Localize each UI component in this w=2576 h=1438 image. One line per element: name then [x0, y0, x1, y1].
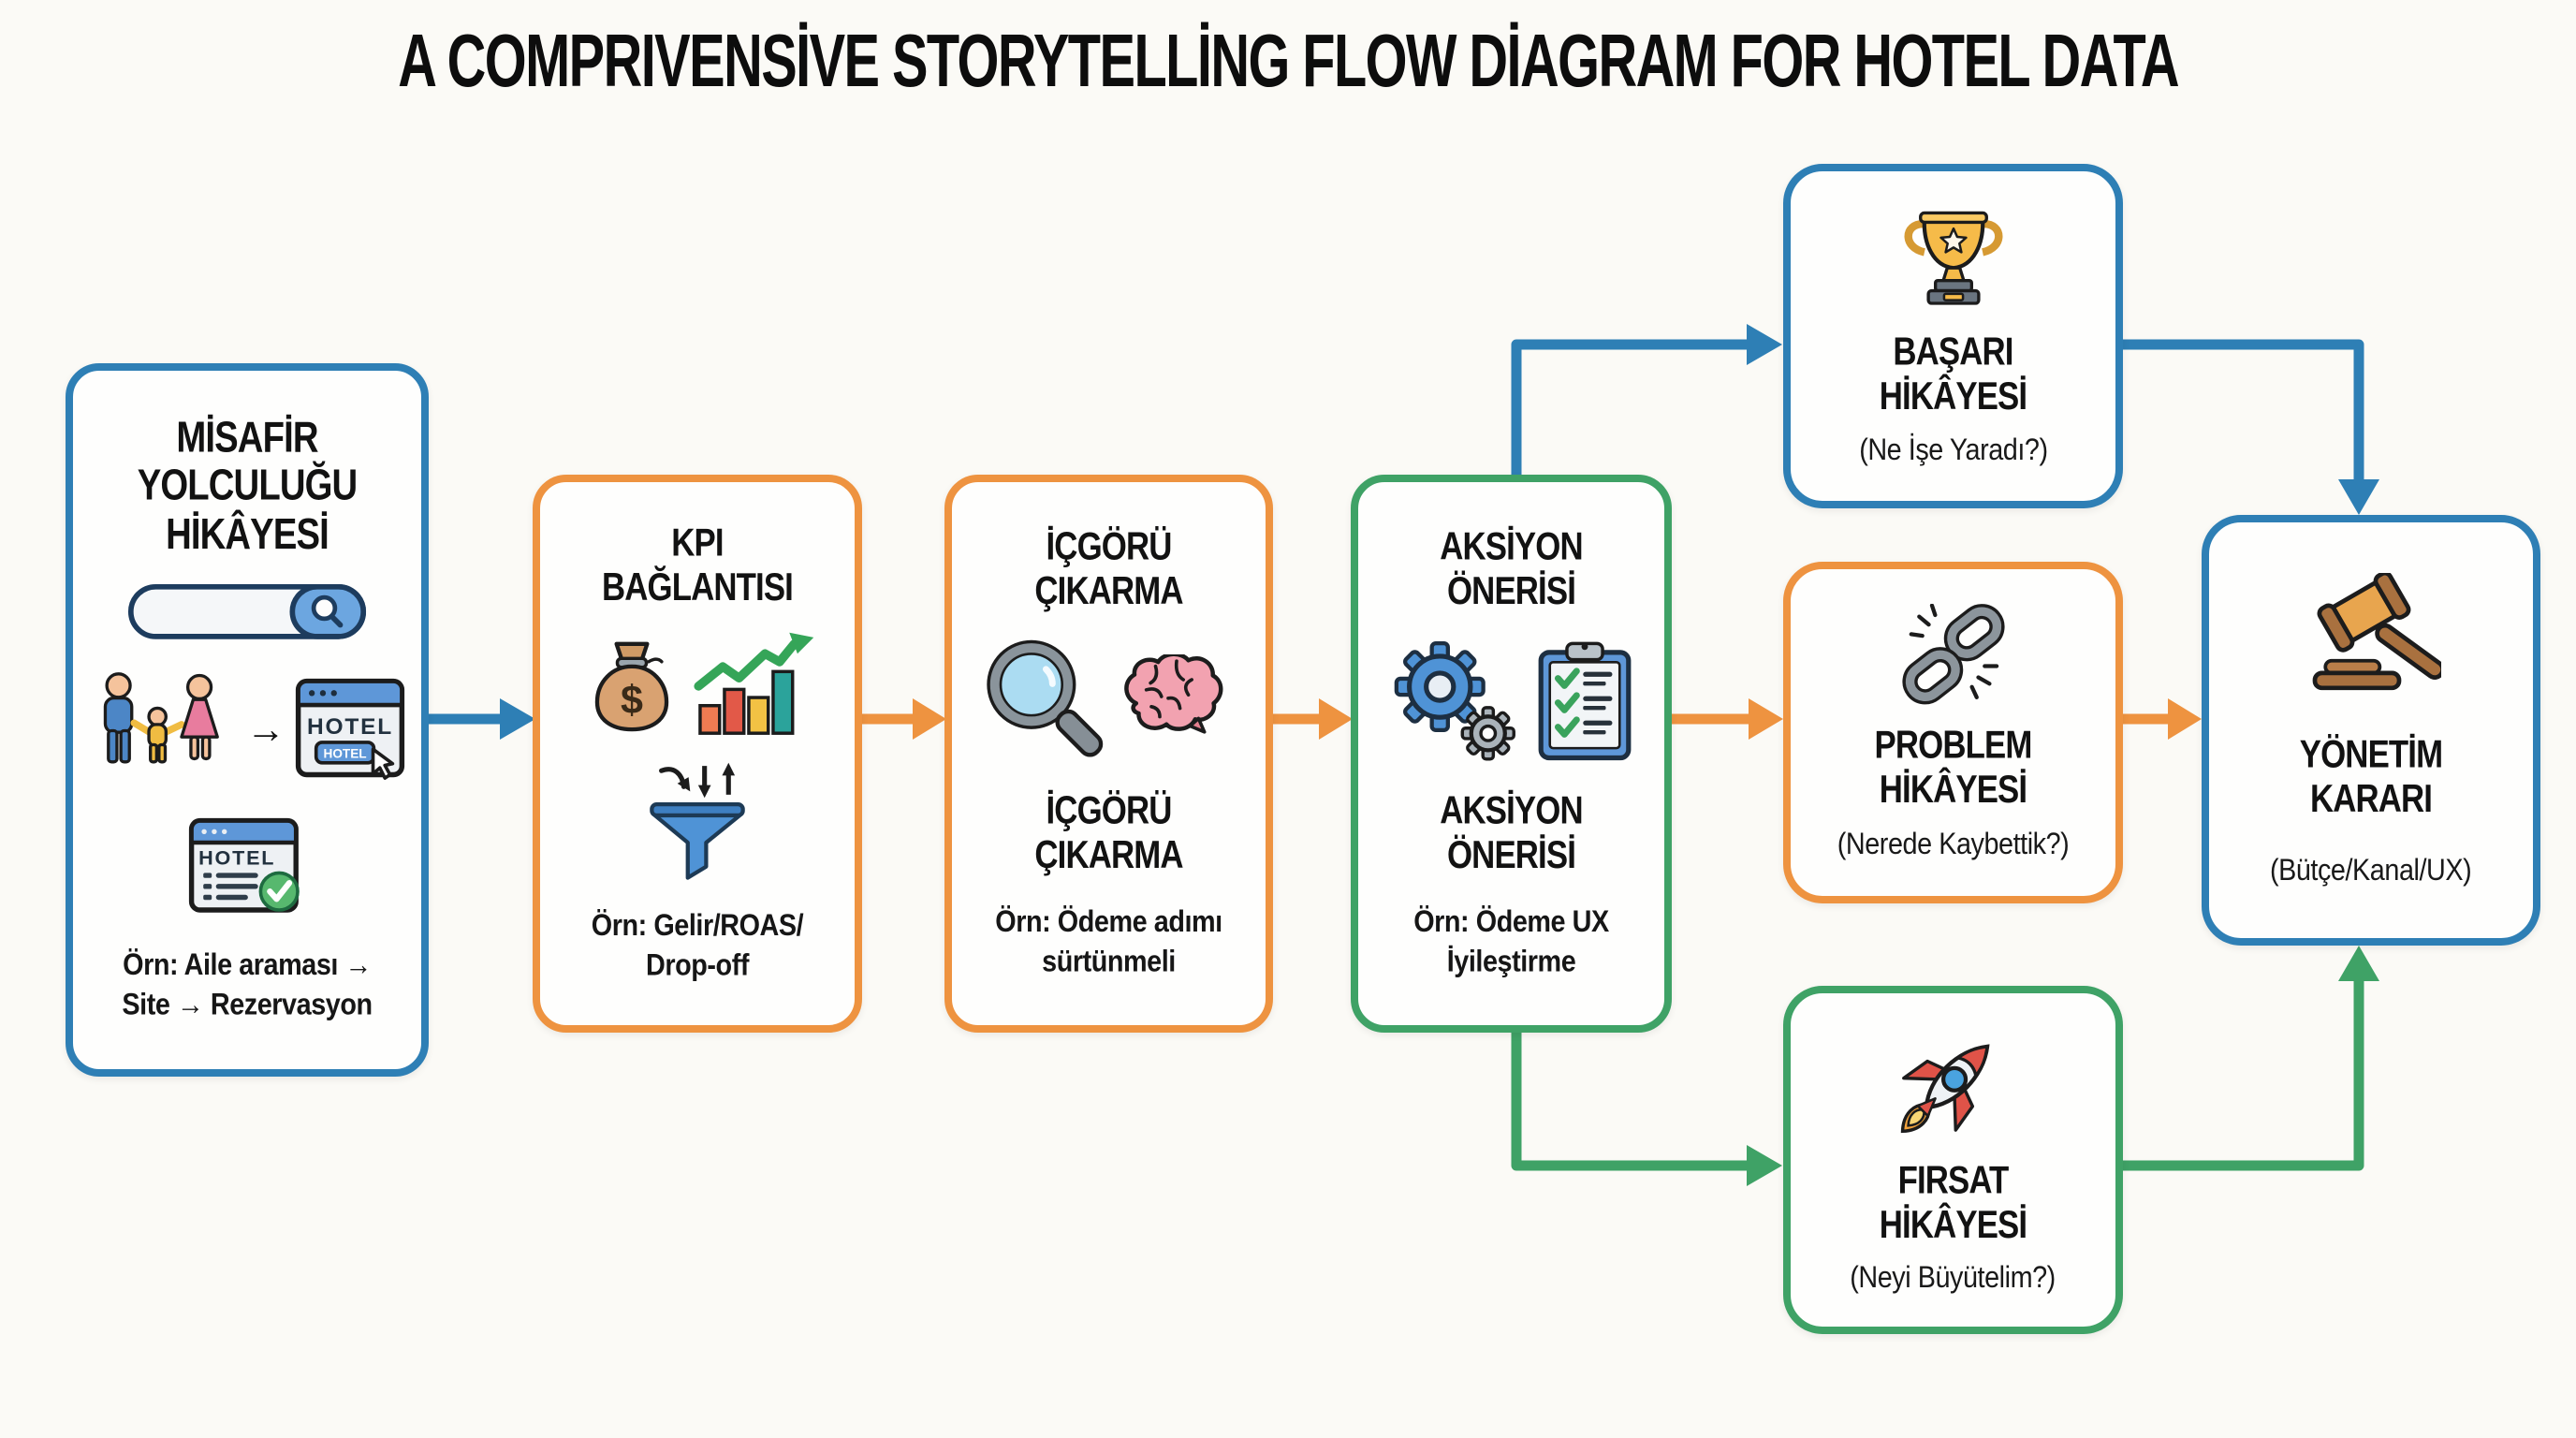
- node-problem-story: PROBLEM HİKÂYESİ (Nerede Kaybettik?): [1783, 562, 2123, 903]
- action-icon-row: [1390, 638, 1633, 763]
- node-title: İÇGÖRÜ ÇIKARMA: [1034, 524, 1183, 612]
- node-kpi-link: KPI BAĞLANTISI $: [533, 475, 862, 1033]
- journey-step-row: → HOTEL HOTEL: [89, 668, 405, 789]
- node-repeat-label: AKSİYON ÖNERİSİ: [1440, 788, 1583, 876]
- right-arrow-glyph: →: [246, 706, 285, 751]
- node-subtitle: (Ne İşe Yaradı?): [1858, 433, 2048, 467]
- svg-text:$: $: [621, 678, 643, 723]
- hotel-website-icon: HOTEL HOTEL: [295, 678, 405, 780]
- funnel-icon: [650, 762, 745, 880]
- node-repeat-label: İÇGÖRÜ ÇIKARMA: [1034, 788, 1183, 877]
- node-title: PROBLEM HİKÂYESİ: [1874, 723, 2033, 811]
- node-management-decision: YÖNETİM KARARI (Bütçe/Kanal/UX): [2202, 515, 2540, 946]
- magnifier-icon: [986, 639, 1103, 757]
- bar-chart-growth-icon: [694, 632, 814, 736]
- node-action-recommendation: AKSİYON ÖNERİSİ: [1351, 475, 1672, 1033]
- trophy-icon: [1904, 211, 2002, 305]
- node-success-story: BAŞARI HİKÂYESİ (Ne İşe Yaradı?): [1783, 164, 2123, 508]
- checklist-clipboard-icon: [1538, 641, 1631, 760]
- node-insight-extraction: İÇGÖRÜ ÇIKARMA İÇGÖRÜ ÇIKARMA Örn: Ödeme…: [944, 475, 1273, 1033]
- node-title: AKSİYON ÖNERİSİ: [1440, 524, 1583, 612]
- page-title-text: A COMPRIVENSİVE STORYTELLİNG FLOW DİAGRA…: [398, 18, 2179, 103]
- kpi-icon-row: $: [579, 631, 815, 737]
- booking-confirmed-icon: HOTEL: [188, 818, 300, 914]
- node-title: BAŞARI HİKÂYESİ: [1879, 330, 2027, 418]
- node-guest-journey-story: MİSAFİR YOLCULUĞU HİKÂYESİ: [66, 363, 429, 1077]
- node-title: KPI BAĞLANTISI: [602, 521, 794, 609]
- svg-text:HOTEL: HOTEL: [198, 846, 275, 870]
- node-title: FIRSAT HİKÂYESİ: [1879, 1158, 2027, 1246]
- money-bag-icon: $: [594, 642, 669, 732]
- svg-text:HOTEL: HOTEL: [307, 714, 393, 740]
- gears-icon: [1394, 641, 1515, 761]
- svg-text:HOTEL: HOTEL: [323, 746, 366, 760]
- rocket-icon: [1900, 1044, 1989, 1134]
- node-example-text: Örn: Ödeme UX İyileştirme: [1413, 903, 1609, 978]
- broken-chain-icon: [1901, 603, 2005, 705]
- node-example-text: Örn: Gelir/ROAS/ Drop-off: [591, 907, 804, 982]
- search-bar-icon: [127, 583, 367, 639]
- family-icon: [103, 672, 219, 764]
- node-subtitle: (Nerede Kaybettik?): [1837, 827, 2070, 861]
- node-subtitle: (Neyi Büyütelim?): [1850, 1259, 2056, 1294]
- brain-icon: [1123, 654, 1222, 734]
- node-title: YÖNETİM KARARI: [2299, 732, 2443, 820]
- node-opportunity-story: FIRSAT HİKÂYESİ (Neyi Büyütelim?): [1783, 986, 2123, 1334]
- gavel-icon: [2312, 573, 2441, 691]
- node-title: MİSAFİR YOLCULUĞU HİKÂYESİ: [137, 412, 358, 558]
- insight-icon-row: [983, 638, 1236, 764]
- page-title: A COMPRIVENSİVE STORYTELLİNG FLOW DİAGRA…: [0, 19, 2576, 103]
- node-example-text: Örn: Ödeme adımı sürtünmeli: [995, 903, 1222, 978]
- node-subtitle: (Bütçe/Kanal/UX): [2270, 852, 2472, 887]
- node-example-text: Örn: Aile araması → Site → Rezervasyon: [122, 946, 373, 1021]
